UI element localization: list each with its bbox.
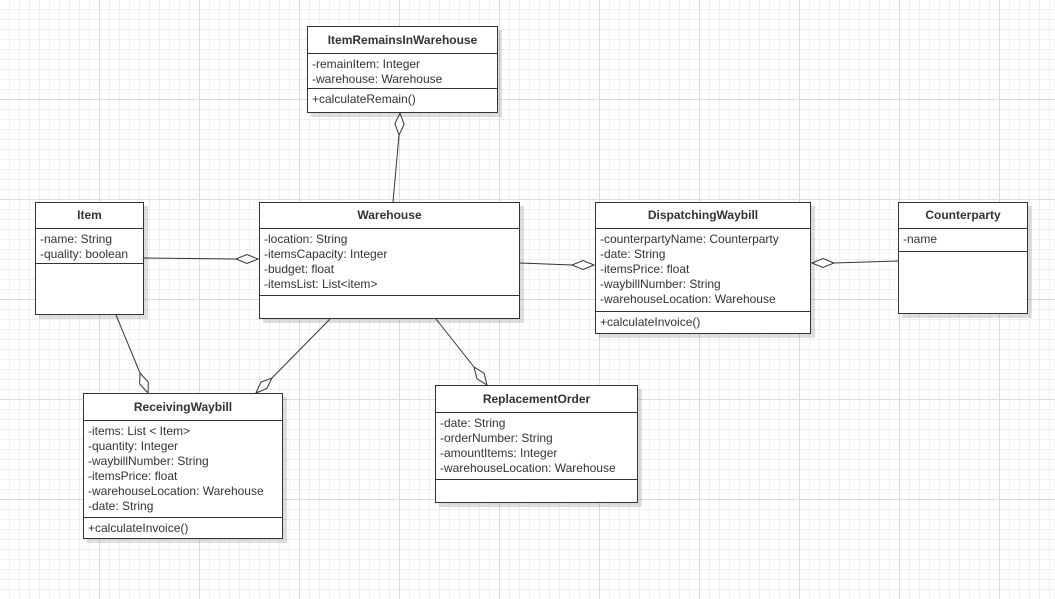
attribute: -warehouse: Warehouse bbox=[312, 72, 443, 86]
attributes-compartment: -counterpartyName: Counterparty -date: S… bbox=[596, 229, 810, 312]
attributes-compartment: -name bbox=[899, 229, 1027, 252]
class-counterparty[interactable]: Counterparty -name bbox=[898, 202, 1028, 314]
attribute: -itemsList: List<item> bbox=[264, 277, 378, 291]
attributes-compartment: -remainItem: Integer -warehouse: Warehou… bbox=[308, 54, 497, 89]
attribute: -budget: float bbox=[264, 262, 335, 276]
attribute: -remainItem: Integer bbox=[312, 57, 421, 71]
class-item[interactable]: Item -name: String -quality: boolean bbox=[35, 202, 144, 315]
operations-compartment bbox=[36, 264, 143, 267]
class-receiving-waybill[interactable]: ReceivingWaybill -items: List < Item> -q… bbox=[83, 393, 283, 539]
attribute: -quantity: Integer bbox=[88, 439, 179, 453]
class-name: Counterparty bbox=[899, 203, 1027, 229]
attribute: -quality: boolean bbox=[40, 247, 129, 261]
aggregation-diamond bbox=[255, 377, 274, 394]
attribute: -items: List < Item> bbox=[88, 424, 191, 438]
attributes-compartment: -location: String -itemsCapacity: Intege… bbox=[260, 229, 519, 296]
operation: +calculateInvoice() bbox=[88, 521, 189, 535]
attribute: -amountItems: Integer bbox=[440, 446, 558, 460]
class-name: ItemRemainsInWarehouse bbox=[308, 27, 497, 54]
operations-compartment bbox=[436, 480, 637, 483]
class-name: Item bbox=[36, 203, 143, 229]
attribute: -name bbox=[903, 232, 938, 246]
class-name: ReceivingWaybill bbox=[84, 394, 282, 421]
link-item-receiving bbox=[115, 314, 141, 374]
attribute: -location: String bbox=[264, 232, 348, 246]
attributes-compartment: -items: List < Item> -quantity: Integer … bbox=[84, 421, 282, 518]
attribute: -warehouseLocation: Warehouse bbox=[600, 292, 776, 306]
attributes-compartment: -name: String -quality: boolean bbox=[36, 229, 143, 264]
link-warehouse-itemremains bbox=[392, 134, 400, 203]
aggregation-diamond bbox=[810, 257, 836, 269]
class-warehouse[interactable]: Warehouse -location: String -itemsCapaci… bbox=[259, 202, 520, 319]
class-replacement-order[interactable]: ReplacementOrder -date: String -orderNum… bbox=[435, 385, 638, 503]
link-warehouse-receiving bbox=[271, 318, 331, 379]
class-item-remains-in-warehouse[interactable]: ItemRemainsInWarehouse -remainItem: Inte… bbox=[307, 26, 498, 113]
aggregation-diamond bbox=[394, 111, 405, 137]
attribute: -itemsCapacity: Integer bbox=[264, 247, 388, 261]
aggregation-diamond bbox=[139, 371, 149, 395]
attribute: -counterpartyName: Counterparty bbox=[600, 232, 779, 246]
link-warehouse-replacement bbox=[435, 318, 475, 368]
class-name: DispatchingWaybill bbox=[596, 203, 810, 229]
operations-compartment: +calculateInvoice() bbox=[596, 312, 810, 330]
attribute: -waybillNumber: String bbox=[600, 277, 721, 291]
attributes-compartment: -date: String -orderNumber: String -amou… bbox=[436, 413, 637, 480]
operation: +calculateRemain() bbox=[312, 92, 416, 106]
operations-compartment: +calculateInvoice() bbox=[84, 518, 282, 536]
attribute: -date: String bbox=[440, 416, 506, 430]
link-counterparty-dispatching bbox=[833, 260, 899, 264]
class-dispatching-waybill[interactable]: DispatchingWaybill -counterpartyName: Co… bbox=[595, 202, 811, 334]
aggregation-diamond bbox=[570, 259, 596, 271]
link-warehouse-dispatching bbox=[519, 262, 573, 266]
aggregation-diamond bbox=[473, 365, 488, 387]
operations-compartment: +calculateRemain() bbox=[308, 89, 497, 107]
attribute: -warehouseLocation: Warehouse bbox=[440, 461, 616, 475]
link-item-warehouse bbox=[143, 257, 237, 260]
attribute: -waybillNumber: String bbox=[88, 454, 209, 468]
aggregation-diamond bbox=[234, 253, 260, 265]
operation: +calculateInvoice() bbox=[600, 315, 701, 329]
attribute: -warehouseLocation: Warehouse bbox=[88, 484, 264, 498]
class-name: Warehouse bbox=[260, 203, 519, 229]
attribute: -itemsPrice: float bbox=[88, 469, 178, 483]
attribute: -itemsPrice: float bbox=[600, 262, 690, 276]
attribute: -date: String bbox=[600, 247, 666, 261]
attribute: -name: String bbox=[40, 232, 113, 246]
class-name: ReplacementOrder bbox=[436, 386, 637, 413]
operations-compartment bbox=[899, 252, 1027, 255]
attribute: -orderNumber: String bbox=[440, 431, 553, 445]
attribute: -date: String bbox=[88, 499, 154, 513]
operations-compartment bbox=[260, 296, 519, 299]
